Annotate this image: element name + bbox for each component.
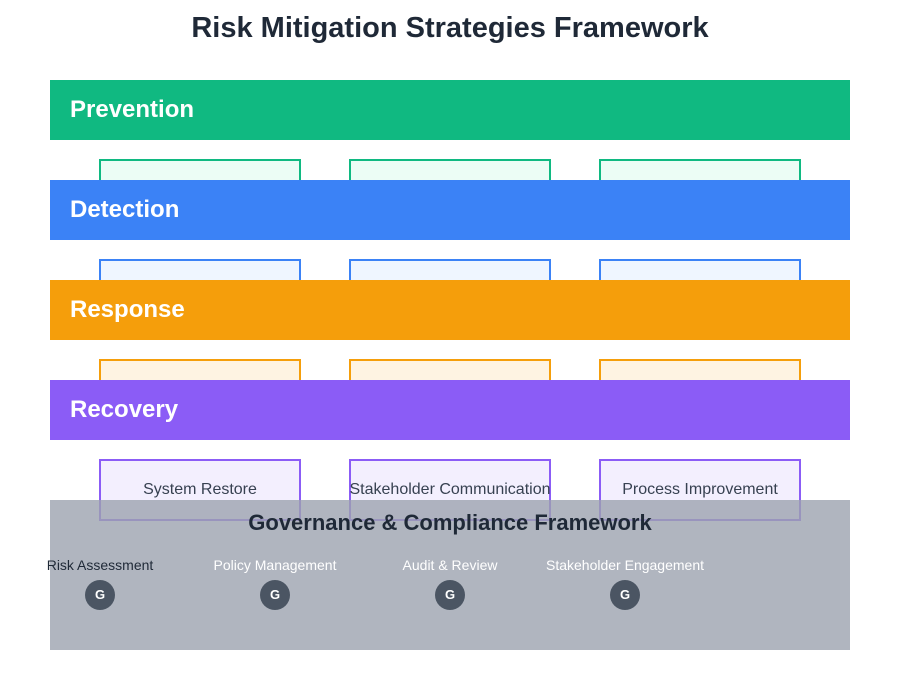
- box-label: System Restore: [143, 481, 257, 498]
- recovery-band: Recovery: [50, 380, 850, 440]
- governance-badge: G: [435, 580, 465, 610]
- governance-badge: G: [610, 580, 640, 610]
- governance-item-label: Stakeholder Engagement: [546, 557, 704, 573]
- prevention-band: Prevention: [50, 80, 850, 140]
- box-label: Process Improvement: [622, 481, 778, 498]
- page-title: Risk Mitigation Strategies Framework: [191, 12, 709, 44]
- governance-badge: G: [260, 580, 290, 610]
- governance-item-label: Policy Management: [213, 557, 337, 573]
- governance-item-label: Audit & Review: [402, 557, 498, 573]
- governance-badge: G: [85, 580, 115, 610]
- governance-panel: [50, 500, 850, 650]
- box-label: Stakeholder Communication: [349, 481, 551, 498]
- response-band: Response: [50, 280, 850, 340]
- governance-title: Governance & Compliance Framework: [248, 510, 652, 535]
- detection-band: Detection: [50, 180, 850, 240]
- governance-item-label: Risk Assessment: [46, 557, 154, 573]
